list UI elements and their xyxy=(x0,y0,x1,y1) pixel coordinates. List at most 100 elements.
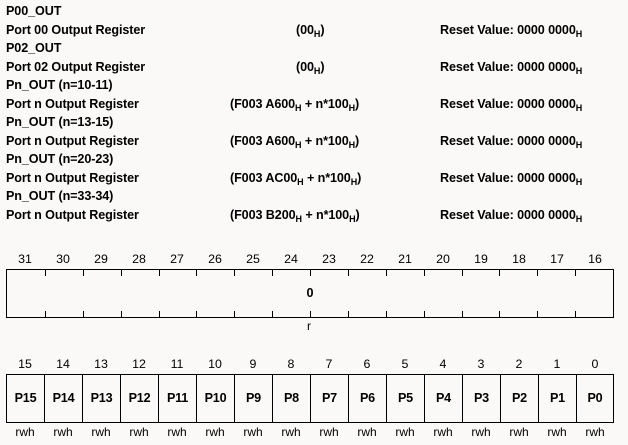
bit-access-label: rwh xyxy=(509,425,529,439)
bit-number: 19 xyxy=(474,252,488,266)
bit-tick-mark xyxy=(120,270,159,276)
bit-access-label: rwh xyxy=(15,425,35,439)
bit-number: 0 xyxy=(591,357,599,371)
bit-cell: P12 xyxy=(120,374,158,423)
bit-tick-mark xyxy=(234,270,272,276)
register-address: (00H) xyxy=(296,59,325,76)
register-entry: Pn_OUT (n=20-23)Port n Output Register(F… xyxy=(6,150,622,187)
bit-cell: P13 xyxy=(82,374,120,423)
register-address: (F003 A600H + n*100H) xyxy=(230,96,360,113)
bit-tick-mark xyxy=(423,311,462,317)
upper-tick-row-top xyxy=(7,270,613,276)
bit-number: 12 xyxy=(132,357,146,371)
register-detail-row: Port n Output Register(F003 A600H + n*10… xyxy=(6,95,622,114)
register-address: (F003 AC00H + n*100H) xyxy=(230,170,362,187)
reset-hex-subscript: H xyxy=(575,139,583,150)
bit-tick-mark xyxy=(234,311,272,317)
bit-cell: P14 xyxy=(44,374,82,423)
address-offset-hex-subscript: H xyxy=(348,139,356,150)
bit-tick-mark xyxy=(44,270,83,276)
register-reset-value: Reset Value: 0000 0000H xyxy=(440,59,583,76)
bit-number: 15 xyxy=(18,357,32,371)
register-short-name: P00_OUT xyxy=(6,4,62,18)
bit-number: 18 xyxy=(512,252,526,266)
bit-number: 9 xyxy=(249,357,257,371)
register-reset-value: Reset Value: 0000 0000H xyxy=(440,22,583,39)
bit-tick-mark xyxy=(347,270,386,276)
register-reset-value: Reset Value: 0000 0000H xyxy=(440,96,583,113)
bit-tick-mark xyxy=(575,311,613,317)
bit-number: 29 xyxy=(94,252,108,266)
bit-cell: P5 xyxy=(386,374,424,423)
bit-cell: P9 xyxy=(234,374,272,423)
bit-tick-mark xyxy=(196,311,234,317)
bit-tick-mark xyxy=(310,311,348,317)
bit-access-label: rwh xyxy=(471,425,491,439)
bit-number: 5 xyxy=(401,357,409,371)
bit-tick-mark xyxy=(385,270,424,276)
upper-tick-row-bottom xyxy=(7,311,613,317)
bit-tick-mark xyxy=(272,311,310,317)
address-offset-hex-subscript: H xyxy=(350,176,358,187)
register-detail-row: Port 00 Output Register (00H) Reset Value:… xyxy=(6,21,622,40)
bit-number: 25 xyxy=(246,252,260,266)
register-short-name: P02_OUT xyxy=(6,41,62,55)
register-entry: P00_OUT Port 00 Output Register (00H) Reset… xyxy=(6,2,622,39)
bit-access-label: rwh xyxy=(167,425,187,439)
upper-access-row: r xyxy=(6,318,614,334)
register-address: (00H) xyxy=(296,22,325,39)
register-long-name: Port 00 Output Register xyxy=(6,22,146,37)
bit-cell: P15 xyxy=(6,374,44,423)
register-entry: Pn_OUT (n=13-15) Port n Output Register(F… xyxy=(6,113,622,150)
bit-number: 10 xyxy=(208,357,222,371)
bit-tick-mark xyxy=(82,270,121,276)
bit-tick-mark xyxy=(158,311,197,317)
bit-tick-mark xyxy=(347,311,386,317)
register-detail-row: Port n Output Register(F003 A600H + n*10… xyxy=(6,132,622,151)
reset-hex-subscript: H xyxy=(575,102,583,113)
bit-cell: P0 xyxy=(576,374,614,423)
register-long-name: Port 02 Output Register xyxy=(6,59,146,74)
bit-access-label: rwh xyxy=(585,425,605,439)
reset-hex-subscript: H xyxy=(575,213,583,224)
bit-tick-mark xyxy=(120,311,159,317)
bit-access-label: rwh xyxy=(243,425,263,439)
bit-number: 22 xyxy=(360,252,374,266)
bit-cell: P11 xyxy=(158,374,196,423)
bit-access-label: rwh xyxy=(91,425,111,439)
register-address: (F003 B200H + n*100H) xyxy=(230,207,360,224)
bit-tick-mark xyxy=(385,311,424,317)
register-short-name: Pn_OUT (n=13-15) xyxy=(6,115,114,129)
register-short-name: Pn_OUT (n=20-23) xyxy=(6,152,114,166)
bit-number: 31 xyxy=(18,252,32,266)
address-hex-subscript: H xyxy=(295,102,302,113)
bit-cell: P10 xyxy=(196,374,234,423)
bit-access-label: rwh xyxy=(395,425,415,439)
register-reset-value: Reset Value: 0000 0000H xyxy=(440,170,583,187)
bit-tick-mark xyxy=(537,270,575,276)
address-hex-subscript: H xyxy=(313,28,321,39)
address-offset-hex-subscript: H xyxy=(348,102,356,113)
bit-access-label: rwh xyxy=(129,425,149,439)
reset-hex-subscript: H xyxy=(575,176,583,187)
bit-tick-mark xyxy=(537,311,575,317)
register-long-name: Port n Output Register xyxy=(6,207,139,222)
bit-tick-mark xyxy=(499,270,537,276)
bit-cell: P4 xyxy=(424,374,462,423)
bit-number: 1 xyxy=(553,357,561,371)
bit-access-label: rwh xyxy=(433,425,453,439)
bit-tick-mark xyxy=(44,311,83,317)
register-detail-row: Port 02 Output Register (00H) Reset Value:… xyxy=(6,58,622,77)
bit-number: 7 xyxy=(325,357,333,371)
bit-tick-mark xyxy=(82,311,121,317)
upper-bitfield-box: 0 xyxy=(6,269,614,318)
register-short-name: Pn_OUT (n=10-11) xyxy=(6,78,113,92)
register-entry: Pn_OUT (n=33-34)Port n Output Register(F… xyxy=(6,187,622,224)
bit-tick-mark xyxy=(158,270,197,276)
bit-number: 26 xyxy=(208,252,222,266)
